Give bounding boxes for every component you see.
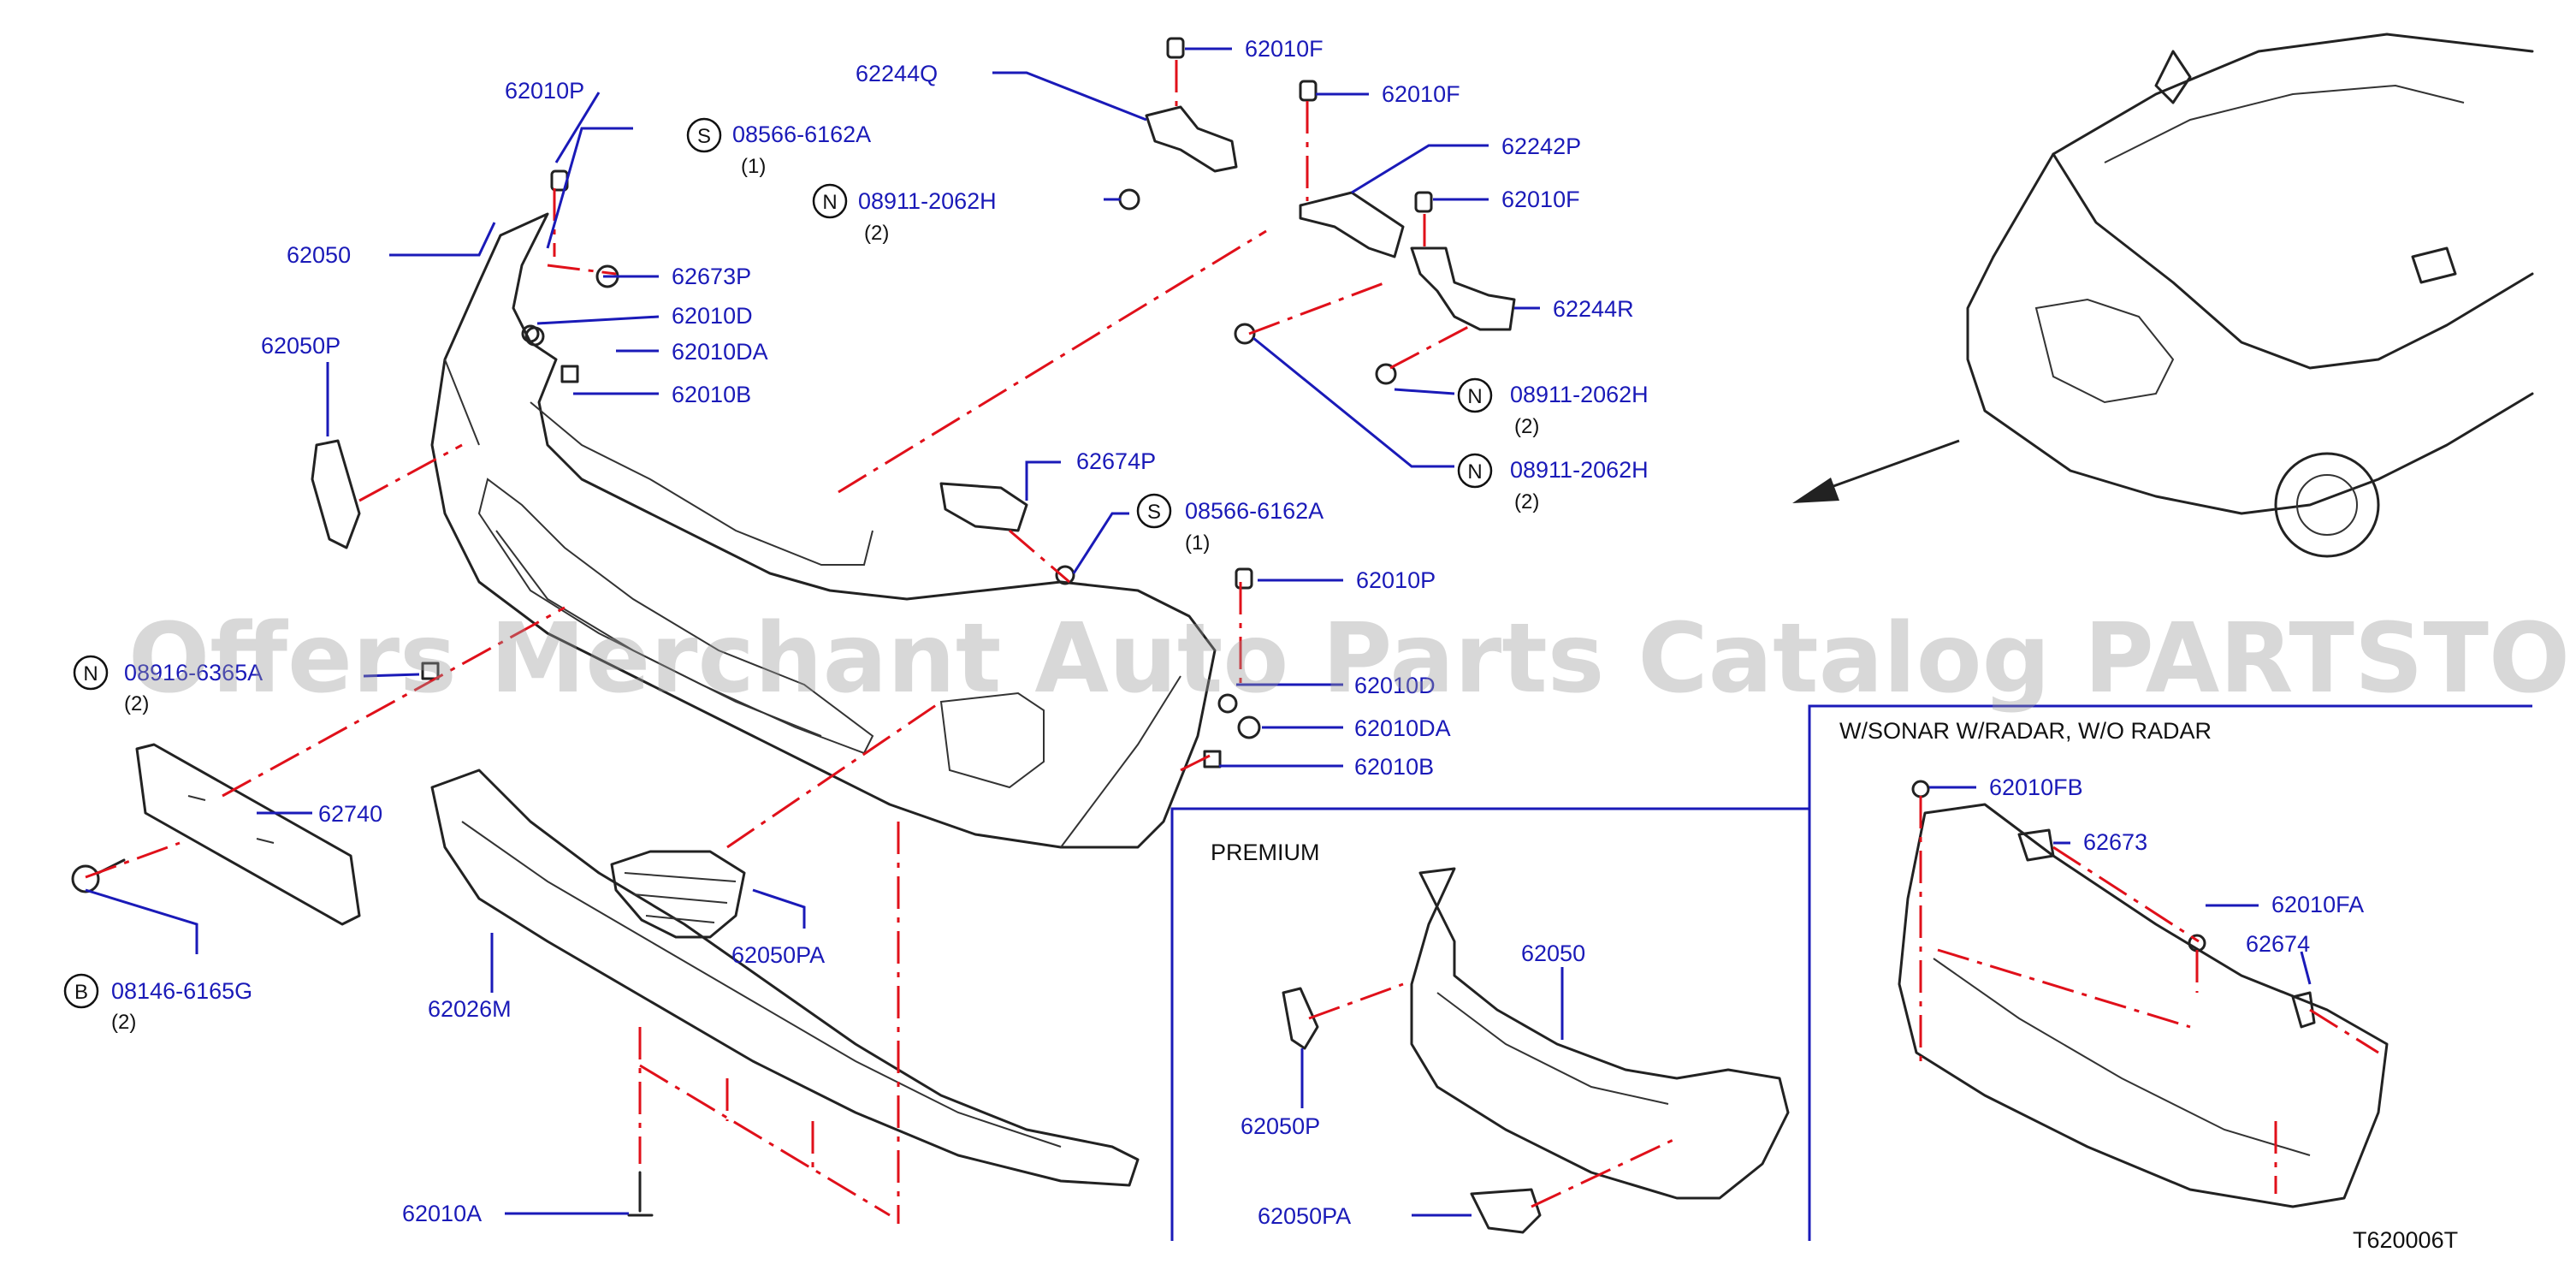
label-62244R[interactable]: 62244R (1553, 296, 1634, 322)
symbol-s-top: S (697, 125, 711, 148)
qty-08566-mid: (1) (1185, 531, 1210, 555)
diagram-code: T620006T (2353, 1227, 2458, 1253)
bracket-62674P (939, 482, 1028, 532)
lower-spoiler (430, 769, 1140, 1187)
vehicle-sketch (1966, 33, 2534, 558)
bracket-62244R (1410, 246, 1516, 331)
label-62050P[interactable]: 62050P (261, 333, 341, 359)
label-62010DA[interactable]: 62010DA (672, 339, 768, 365)
label-62010P-top[interactable]: 62010P (505, 78, 584, 104)
label-08566-6162A-mid[interactable]: 08566-6162A (1185, 498, 1324, 524)
leader-lines (85, 47, 2312, 1217)
sonar-title: W/SONAR W/RADAR, W/O RADAR (1839, 718, 2212, 744)
label-62674P[interactable]: 62674P (1076, 448, 1156, 474)
label-08916-6365A[interactable]: 08916-6365A (124, 660, 263, 685)
guide-lines (85, 60, 1472, 1224)
symbol-n-left: N (83, 662, 98, 685)
qty-08146: (2) (111, 1011, 136, 1034)
bracket-62244Q (1145, 105, 1238, 173)
sonar-label-62674[interactable]: 62674 (2246, 931, 2310, 957)
label-62010F-c[interactable]: 62010F (1501, 187, 1580, 212)
label-62010B[interactable]: 62010B (672, 382, 751, 407)
grille-insert (610, 850, 746, 939)
front-bumper-fascia (430, 212, 1217, 849)
label-08911-2062H-low[interactable]: 08911-2062H (1510, 457, 1649, 483)
bracket-62242P (1299, 191, 1405, 258)
sonar-label-62673[interactable]: 62673 (2083, 829, 2147, 855)
label-62010P-mid[interactable]: 62010P (1356, 567, 1436, 593)
premium-bumper (1282, 867, 1790, 1234)
direction-arrow (1792, 439, 1960, 503)
premium-title: PREMIUM (1211, 840, 1320, 865)
premium-label-62050P[interactable]: 62050P (1241, 1113, 1320, 1139)
label-62673P[interactable]: 62673P (672, 264, 751, 289)
side-bracket (311, 439, 361, 549)
symbol-n-mid: N (1467, 385, 1482, 408)
symbol-s-mid: S (1147, 501, 1161, 524)
qty-08911-low: (2) (1514, 490, 1539, 513)
label-62010F-a[interactable]: 62010F (1245, 36, 1324, 62)
label-62010D[interactable]: 62010D (672, 303, 753, 329)
label-62010B-right[interactable]: 62010B (1354, 754, 1434, 780)
label-62050[interactable]: 62050 (287, 242, 351, 268)
symbol-circles (63, 117, 1493, 1009)
watermark: Offers Merchant Auto Parts Catalog PARTS… (128, 603, 2576, 715)
label-08566-6162A-top[interactable]: 08566-6162A (732, 122, 871, 147)
symbol-n-top: N (822, 191, 837, 214)
license-bracket (135, 743, 361, 926)
label-62026M[interactable]: 62026M (428, 996, 512, 1022)
qty-08911-mid: (2) (1514, 415, 1539, 438)
sonar-label-62010FA[interactable]: 62010FA (2271, 892, 2364, 917)
premium-label-62050PA[interactable]: 62050PA (1258, 1203, 1351, 1229)
premium-label-62050[interactable]: 62050 (1521, 941, 1585, 966)
label-62010D-right[interactable]: 62010D (1354, 673, 1436, 698)
label-62010DA-right[interactable]: 62010DA (1354, 715, 1451, 741)
qty-08911-top: (2) (864, 222, 889, 245)
label-62050PA[interactable]: 62050PA (731, 942, 825, 968)
label-62242P[interactable]: 62242P (1501, 134, 1581, 159)
label-08911-2062H-mid[interactable]: 08911-2062H (1510, 382, 1649, 407)
label-62244Q[interactable]: 62244Q (856, 61, 938, 86)
qty-08916: (2) (124, 692, 149, 715)
label-08146-6165G[interactable]: 08146-6165G (111, 978, 252, 1004)
symbol-b-left: B (74, 981, 88, 1004)
sonar-bumper (1898, 780, 2389, 1208)
premium-panel-frame (1170, 704, 2532, 1241)
label-62010A[interactable]: 62010A (402, 1201, 482, 1226)
sonar-label-62010FB[interactable]: 62010FB (1989, 774, 2083, 800)
symbol-n-low: N (1467, 460, 1482, 484)
label-62010F-b[interactable]: 62010F (1382, 81, 1460, 107)
label-08911-2062H-top[interactable]: 08911-2062H (858, 188, 997, 214)
label-62740[interactable]: 62740 (318, 801, 382, 827)
qty-08566-top: (1) (741, 155, 766, 178)
